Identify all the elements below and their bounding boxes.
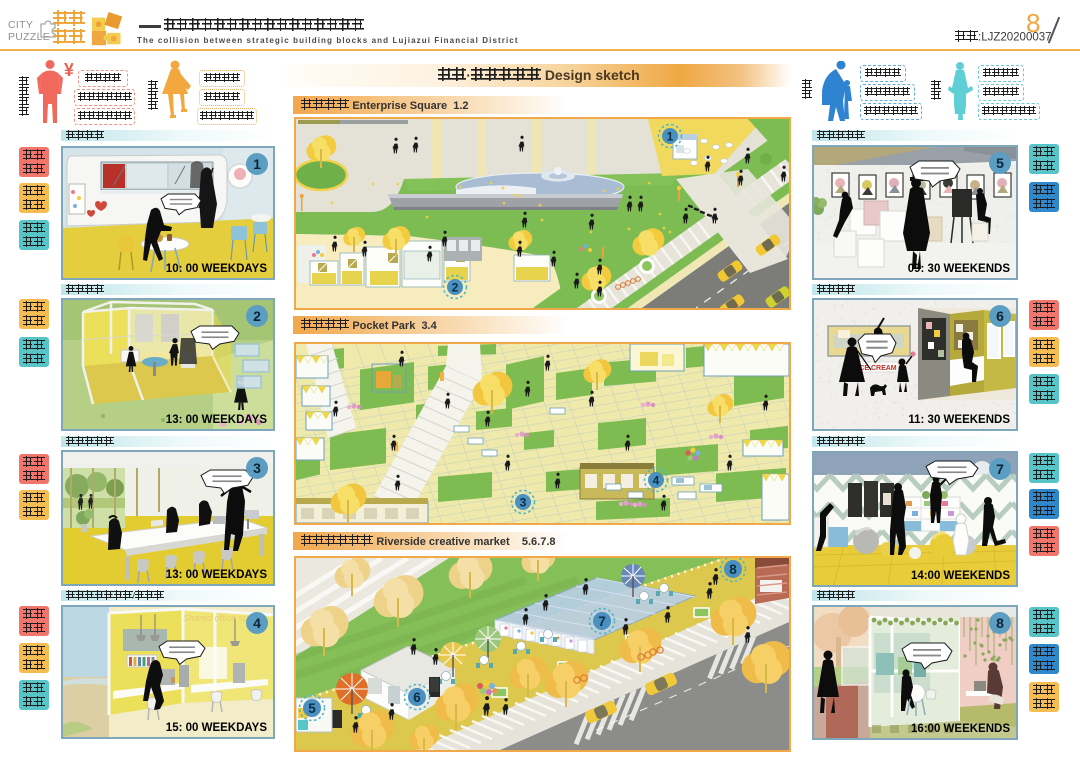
svg-text:2: 2 xyxy=(452,280,459,294)
svg-text:1: 1 xyxy=(667,129,674,143)
svg-text:ICE CREAM: ICE CREAM xyxy=(857,365,896,372)
svg-text:8: 8 xyxy=(729,562,737,577)
svg-text:6: 6 xyxy=(413,690,421,705)
svg-text:5: 5 xyxy=(308,701,316,716)
svg-text:Shared office space: Shared office space xyxy=(183,613,263,623)
svg-text:7: 7 xyxy=(598,614,606,629)
svg-text:¥: ¥ xyxy=(64,60,73,80)
svg-text:4: 4 xyxy=(653,473,660,487)
svg-text:3: 3 xyxy=(520,495,527,509)
